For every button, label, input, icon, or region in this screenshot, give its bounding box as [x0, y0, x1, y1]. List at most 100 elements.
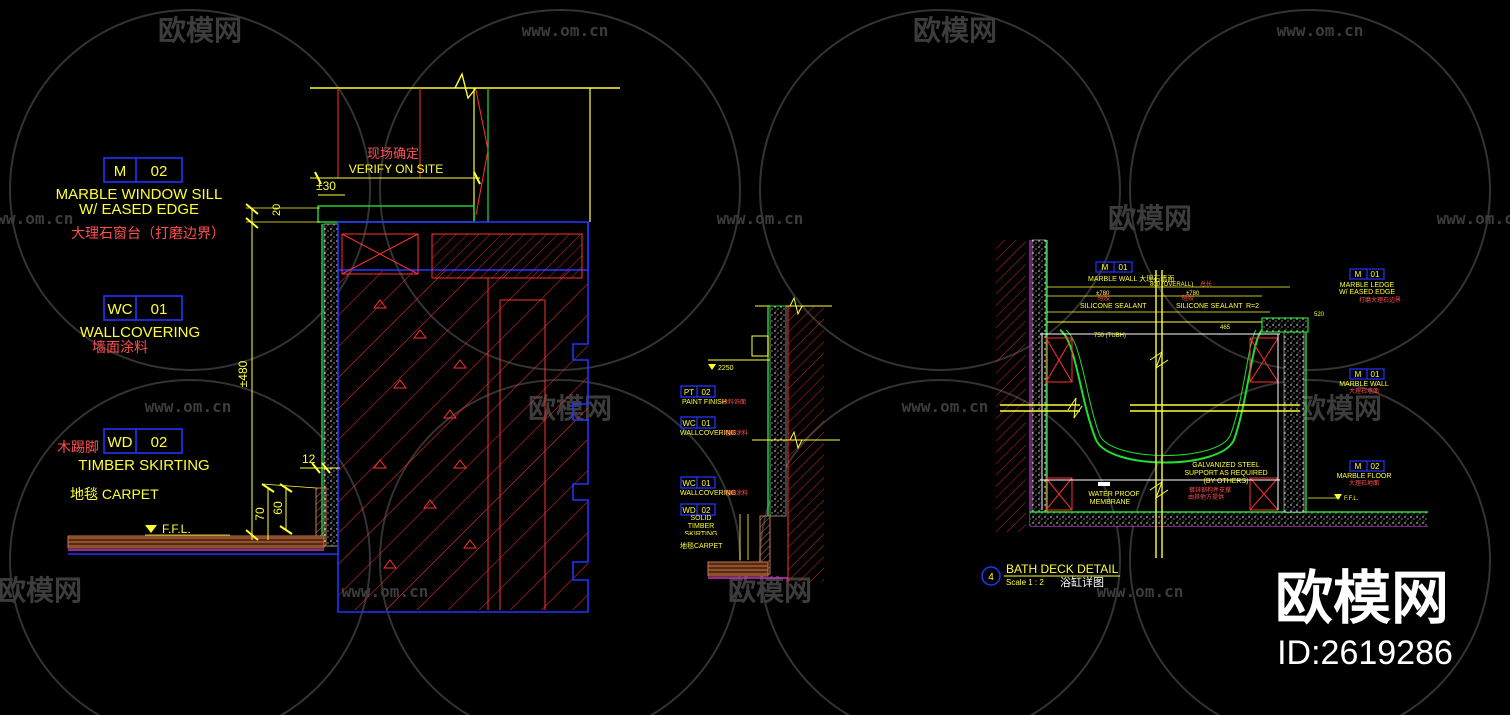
right-tag1-cn: 打磨大理石边界 — [1359, 296, 1401, 304]
right-tag1-code: M — [1355, 270, 1362, 279]
watermark-circle — [9, 9, 371, 371]
detail-right-labels: M 01 MARBLE WALL 大理石墙面 800 (OVERALL) 总长 … — [988, 263, 1401, 589]
ffl-label: F.F.L. — [162, 522, 191, 536]
right-tag1-label1: MARBLE LEDGE — [1340, 282, 1395, 289]
skirting-cn-label: 木踢脚 — [57, 439, 99, 455]
galvanized-line-2: SUPPORT AS REQUIRED — [1184, 470, 1267, 477]
detail-right-geometry — [981, 239, 1428, 586]
galvanized-line-3: (BY OTHERS) — [1204, 478, 1249, 485]
tag-m02-num: 02 — [151, 163, 168, 180]
mid-tag1-cn: 涂料饰面 — [722, 398, 746, 406]
tag-m02-code: M — [114, 163, 127, 180]
watermark-site: www.om.cn — [0, 209, 73, 228]
right-tag1-label2: W/ EASED EDGE — [1339, 289, 1395, 296]
watermark-site: www.om.cn — [522, 21, 609, 40]
right-dim-left: ±780 — [1096, 291, 1110, 297]
watermark-site: www.om.cn — [1437, 209, 1510, 228]
mid-tag2-label: WALLCOVERING — [680, 430, 736, 437]
wallcovering-cn-label: 墙面涂料 — [92, 339, 148, 355]
watermark-brand: 欧模网 — [1298, 392, 1382, 425]
right-level-520: 520 — [1314, 312, 1325, 318]
dim-70: 70 — [253, 507, 267, 521]
dim-60: 60 — [271, 501, 285, 515]
wallcovering-label: WALLCOVERING — [80, 324, 200, 341]
tag-wc01-num: 01 — [151, 301, 168, 318]
mid-tag4-label: SOLID TIMBER SKIRTING — [684, 515, 718, 535]
mid-carpet-label: 地毯CARPET — [680, 541, 723, 550]
right-tag0-code: M — [1102, 263, 1109, 272]
right-silicone-cn-right: 硅胶 — [1182, 294, 1194, 302]
right-tag2-code: M — [1355, 370, 1362, 379]
detail-title: BATH DECK DETAIL — [1006, 562, 1119, 576]
watermark-brand: 欧模网 — [158, 14, 242, 47]
galvanized-line-1: GALVANIZED STEEL — [1192, 462, 1260, 469]
detail-number: 4 — [988, 572, 994, 583]
watermark-brand: 欧模网 — [913, 14, 997, 47]
detail-mid-geometry — [680, 296, 840, 582]
marble-sill-cn-label: 大理石窗台（打磨边界） — [71, 225, 225, 241]
mid-tag1-label: PAINT FINISH — [682, 399, 727, 406]
detail-mid-labels: 2250 PT 02 PAINT FINISH 涂料饰面 WC 01 WALLC… — [680, 365, 748, 550]
watermark-circle — [759, 9, 1121, 371]
mid-tag1-code: PT — [684, 388, 694, 397]
watermark-site: www.om.cn — [145, 397, 232, 416]
right-overall: 800 (OVERALL) — [1150, 282, 1193, 288]
tag-wd02-code: WD — [108, 434, 133, 451]
right-tag2-num: 01 — [1371, 370, 1380, 379]
galvanized-line-4: 镀锌钢构件支撑 — [1189, 486, 1231, 494]
right-dim-750: 750 (TUBH) — [1094, 333, 1126, 339]
galvanized-line-5: 由其他方提供 — [1188, 493, 1224, 501]
right-tag2-label: MARBLE WALL — [1339, 381, 1389, 388]
carpet-label: 地毯 CARPET — [70, 486, 159, 502]
mid-tag3-cn: 墙面涂料 — [724, 489, 748, 497]
right-tag2-cn: 大理石墙面 — [1349, 387, 1379, 395]
mid-tag3-label: WALLCOVERING — [680, 490, 736, 497]
watermark-site: www.om.cn — [902, 397, 989, 416]
dim-30: ±30 — [316, 179, 336, 193]
watermark-circle — [1129, 379, 1491, 715]
right-silicone-right: SILICONE SEALANT — [1176, 303, 1243, 310]
mid-tag2-cn: 墙面涂料 — [724, 429, 748, 437]
right-tag1-num: 01 — [1371, 270, 1380, 279]
mid-level: 2250 — [718, 365, 734, 372]
right-tag3-code: M — [1355, 462, 1362, 471]
detail-title-cn: 浴缸详图 — [1060, 575, 1104, 589]
tag-wc01-code: WC — [108, 301, 133, 318]
watermark-site: www.om.cn — [1277, 21, 1364, 40]
verify-label: VERIFY ON SITE — [349, 162, 443, 176]
skirting-label: TIMBER SKIRTING — [78, 457, 209, 474]
detail-left-geometry — [67, 71, 620, 613]
right-tag3-cn: 大理石地面 — [1349, 479, 1379, 487]
right-silicone-left: SILICONE SEALANT — [1080, 303, 1147, 310]
mid-tag2-code: WC — [682, 419, 696, 428]
right-overall-cn: 总长 — [1200, 280, 1212, 288]
right-dim-right: ±780 — [1186, 291, 1200, 297]
detail-scale: Scale 1 : 2 — [1006, 578, 1044, 587]
mid-tag2-num: 01 — [702, 419, 711, 428]
tag-wd02-num: 02 — [151, 434, 168, 451]
watermark-site: www.om.cn — [1097, 582, 1184, 601]
right-tag3-num: 02 — [1371, 462, 1380, 471]
mid-tag1-num: 02 — [702, 388, 711, 397]
right-level-465: 465 — [1220, 325, 1231, 331]
right-marble-wall-top: MARBLE WALL 大理石墙面 — [1088, 274, 1174, 283]
brand-watermark: 欧模网 ID:2619286 — [1275, 564, 1453, 672]
dim-20: 20 — [271, 204, 283, 216]
right-tag0-num: 01 — [1119, 263, 1128, 272]
marble-sill-label: MARBLE WINDOW SILL — [56, 186, 223, 203]
right-ffl: F.F.L. — [1344, 496, 1359, 502]
watermark-circle — [1129, 9, 1491, 371]
watermark-brand: 欧模网 — [0, 574, 82, 607]
mid-tag4-num: 02 — [702, 506, 711, 515]
marble-sill-sub-label: W/ EASED EDGE — [79, 201, 199, 218]
brand-watermark-id: ID:2619286 — [1277, 634, 1453, 672]
brand-watermark-name: 欧模网 — [1275, 564, 1449, 632]
right-r2: R=2 — [1246, 303, 1259, 310]
detail-left-labels: M 02 MARBLE WINDOW SILL W/ EASED EDGE 大理… — [56, 146, 444, 536]
mid-tag4-code: WD — [682, 506, 696, 515]
watermark-circles — [9, 9, 1491, 715]
dim-12: 12 — [302, 452, 316, 466]
watermark-brand: 欧模网 — [1108, 202, 1192, 235]
waterproof-line-2: MEMBRANE — [1090, 499, 1131, 506]
